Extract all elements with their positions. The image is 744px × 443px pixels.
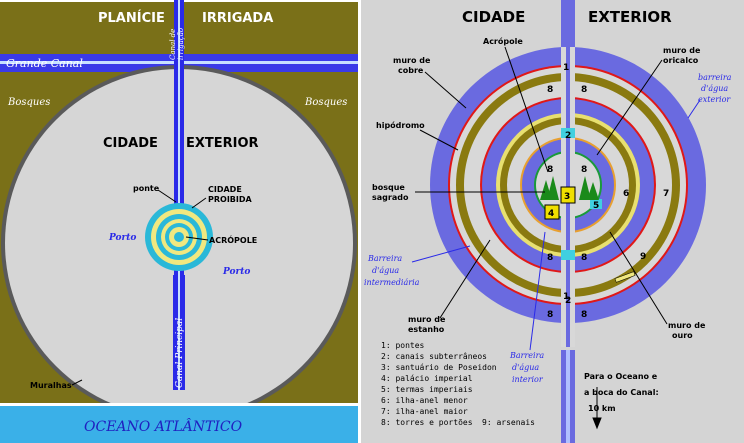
plain-label-2: IRRIGADA: [202, 11, 273, 26]
poseidon-sanctuary: [560, 186, 576, 204]
middle-barrier-label-1: Barreira: [367, 254, 402, 263]
oricalc-wall-label-2: oricalco: [663, 56, 699, 65]
legend-item-2: 2: canais subterrâneos: [381, 352, 487, 361]
marker-8-e: 8: [547, 253, 553, 263]
marker-7: 7: [663, 189, 669, 199]
outer-city-title-1: CIDADE: [462, 8, 525, 26]
tin-wall-label-2: estanho: [408, 325, 445, 334]
marker-8-c: 8: [547, 165, 553, 175]
legend-item-6: 6: ilha-anel menor: [381, 396, 468, 405]
outer-city-label-2: EXTERIOR: [186, 136, 259, 151]
copper-wall-label-1: muro de: [393, 56, 431, 65]
ocean-note-2: a boca do Canal:: [584, 388, 659, 397]
panel-divider: [358, 0, 361, 443]
legend-item-3: 3: santuário de Poseidon: [381, 363, 497, 372]
marker-8-b: 8: [581, 85, 587, 95]
port-left-label: Porto: [108, 233, 136, 243]
forbidden-city-label-2: PROIBIDA: [208, 195, 253, 204]
outer-city-label-1: CIDADE: [103, 136, 158, 151]
marker-1-bottom: 1: [563, 292, 569, 302]
hippodrome-label: hipódromo: [376, 120, 425, 130]
grand-canal-label: Grande Canal: [6, 57, 83, 70]
legend: 1: pontes 2: canais subterrâneos 3: sant…: [381, 341, 535, 427]
legend-item-1: 1: pontes: [381, 341, 425, 350]
tin-wall-label-1: muro de: [408, 315, 446, 324]
sacred-grove-right: [579, 176, 599, 200]
legend-item-5: 5: termas imperiais: [381, 385, 473, 394]
ocean-label: OCEANO ATLÂNTICO: [84, 417, 243, 435]
irrigation-canal-label-1: Canal de: [169, 29, 177, 60]
marker-8-f: 8: [581, 253, 587, 263]
arsenal: [614, 271, 636, 283]
marker-6: 6: [623, 189, 629, 199]
marker-8-h: 8: [581, 310, 587, 320]
marker-9: 9: [640, 252, 646, 262]
marker-2-bottom: 2: [565, 296, 571, 306]
middle-barrier-label-3: intermediária: [364, 278, 420, 287]
legend-item-8: 8: torres e portões: [381, 418, 473, 427]
oricalc-wall-label-1: muro de: [663, 46, 701, 55]
marker-8-g: 8: [547, 310, 553, 320]
imperial-baths: [590, 199, 602, 209]
main-canal-label: Canal Principal: [175, 318, 185, 388]
marker-2-top: 2: [565, 131, 571, 141]
inner-barrier-label-1: Barreira: [509, 351, 544, 360]
marker-8-a: 8: [547, 85, 553, 95]
marker-4: 4: [548, 209, 554, 219]
forbidden-city-label-1: CIDADE: [208, 185, 242, 194]
irrigation-canal-label-2: irrigação: [177, 28, 185, 60]
gold-wall-label-2: ouro: [672, 331, 693, 340]
imperial-palace: [544, 204, 560, 220]
marker-8-d: 8: [581, 165, 587, 175]
outer-barrier-label-3: exterior: [698, 95, 731, 104]
canal-top: [561, 0, 575, 60]
outer-barrier-label-2: d'água: [701, 84, 728, 93]
outer-barrier-label-1: barreira: [698, 73, 732, 82]
legend-item-7: 7: ilha-anel maior: [381, 407, 468, 416]
inner-barrier-label-2: d'água: [512, 363, 539, 372]
acropolis-label: Acrópole: [483, 36, 523, 46]
legend-item-4: 4: palácio imperial: [381, 374, 473, 383]
marker-1-top: 1: [563, 63, 569, 73]
bridge-label: ponte: [133, 184, 160, 193]
inner-barrier-label-3: interior: [512, 375, 544, 384]
ocean-note-1: Para o Oceano e: [584, 372, 658, 381]
atlantic-ocean: [0, 405, 358, 443]
copper-wall-label-2: cobre: [398, 66, 424, 75]
sacred-grove-left: [540, 176, 559, 200]
marker-5: 5: [593, 201, 599, 211]
marker-3: 3: [564, 192, 570, 202]
acropolis-label: ACRÓPOLE: [209, 234, 257, 245]
ocean-note-3: 10 km: [588, 404, 616, 413]
middle-barrier-label-2: d'água: [372, 266, 399, 275]
right-panel: 1 1 2 2 3 4 5 6 7 8 8 8 8 8 8 8 8 9 CIDA…: [361, 0, 744, 443]
left-panel: PLANÍCIE IRRIGADA Grande Canal Canal de …: [0, 0, 358, 443]
legend-item-9: 9: arsenais: [482, 418, 535, 427]
forest-right-label: Bosques: [304, 97, 347, 108]
outer-city-title-2: EXTERIOR: [588, 8, 672, 26]
sacred-grove-label-1: bosque: [372, 183, 405, 192]
port-right-label: Porto: [222, 267, 250, 277]
walls-label: Muralhas: [30, 381, 72, 390]
sacred-grove-label-2: sagrado: [372, 193, 409, 202]
forest-left-label: Bosques: [7, 97, 50, 108]
plain-label-1: PLANÍCIE: [98, 10, 165, 26]
gold-wall-label-1: muro de: [668, 321, 706, 330]
